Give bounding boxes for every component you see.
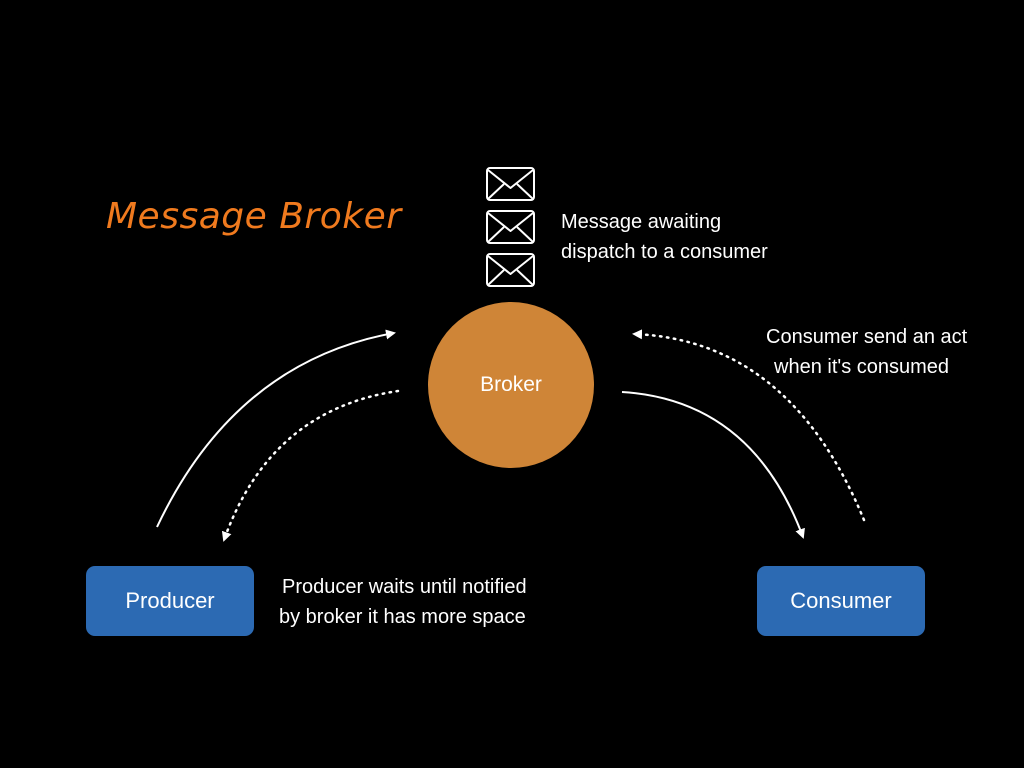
consumer-node: Consumer <box>757 566 925 636</box>
envelope-icon <box>486 210 535 244</box>
caption-message-awaiting-line2: dispatch to a consumer <box>561 241 768 263</box>
edge-producer-to-broker <box>156 329 396 528</box>
broker-node: Broker <box>428 302 594 468</box>
caption-message-awaiting: Message awaiting dispatch to a consumer <box>561 207 768 267</box>
caption-consumer-ack: Consumer send an act when it's consumed <box>766 322 967 382</box>
broker-label: Broker <box>480 373 542 396</box>
edge-broker-to-consumer <box>621 391 805 539</box>
producer-label: Producer <box>125 588 215 613</box>
slide-title: Message Broker <box>106 196 402 237</box>
caption-consumer-ack-line2: when it's consumed <box>774 356 950 378</box>
caption-producer-wait-line2: by broker it has more space <box>279 606 526 628</box>
consumer-label: Consumer <box>790 588 892 613</box>
caption-consumer-ack-line1: Consumer send an act <box>766 326 968 348</box>
edge-consumer-to-broker <box>632 329 866 522</box>
envelope-icon <box>486 253 535 287</box>
producer-node: Producer <box>86 566 254 636</box>
caption-producer-wait: Producer waits until notified by broker … <box>279 572 527 632</box>
caption-producer-wait-line1: Producer waits until notified <box>282 576 527 598</box>
caption-message-awaiting-line1: Message awaiting <box>561 211 722 233</box>
envelope-icon <box>486 167 535 201</box>
edge-broker-to-producer <box>221 389 400 542</box>
